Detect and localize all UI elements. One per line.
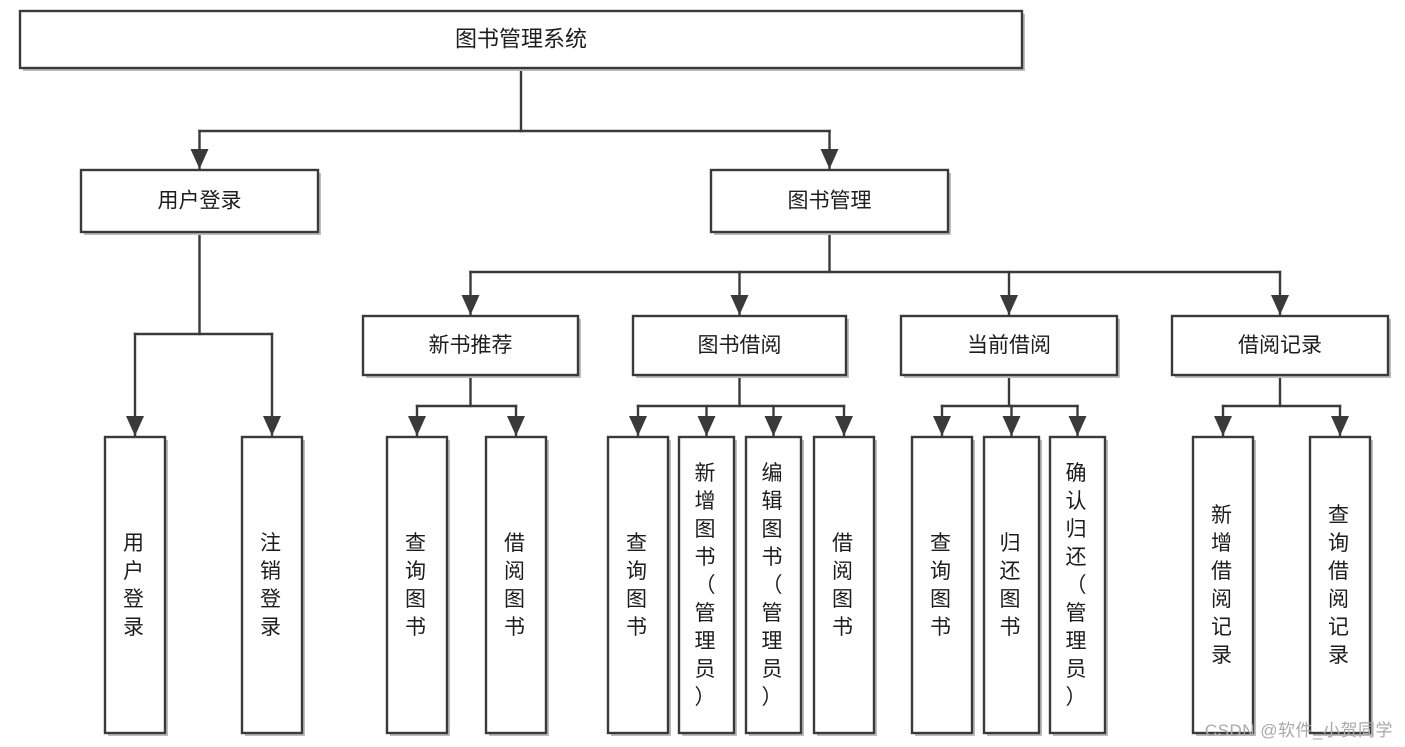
node-label: 用户登录 xyxy=(123,532,147,639)
node-box[interactable] xyxy=(361,314,580,377)
node-l-user-login[interactable]: 用户登录 xyxy=(103,435,168,736)
arrow-head-icon xyxy=(461,295,480,315)
arrow-head-icon xyxy=(697,416,716,436)
node-l-rec-add-record[interactable]: 新增借阅记录 xyxy=(1191,435,1256,736)
node-box[interactable] xyxy=(910,435,974,735)
node-l-user-logout[interactable]: 注销登录 xyxy=(240,435,305,736)
arrow-head-icon xyxy=(1271,295,1289,315)
node-n-user-login[interactable]: 用户登录 xyxy=(79,168,321,235)
node-label: 用户登录 xyxy=(158,190,242,213)
node-box[interactable] xyxy=(709,168,950,234)
node-label: 新增图书（管理员） xyxy=(695,462,719,709)
node-label: 查询图书 xyxy=(930,532,954,639)
node-l-bor-query-book[interactable]: 查询图书 xyxy=(606,435,671,736)
arrow-head-icon xyxy=(408,416,426,436)
node-root[interactable]: 图书管理系统 xyxy=(18,9,1025,71)
node-label: 图书借阅 xyxy=(698,334,782,357)
node-label: 借阅图书 xyxy=(504,532,528,639)
node-label: 确认归还（管理员） xyxy=(1066,462,1090,709)
arrow-head-icon xyxy=(126,416,144,436)
node-label: 归还图书 xyxy=(1000,532,1024,639)
node-l-bor-borrow-book[interactable]: 借阅图书 xyxy=(812,435,877,736)
node-box[interactable] xyxy=(1191,435,1255,735)
node-box[interactable] xyxy=(606,435,670,735)
arrow-head-icon xyxy=(835,416,853,436)
node-label: 查询借阅记录 xyxy=(1328,504,1352,667)
arrow-head-icon xyxy=(820,149,839,169)
arrow-head-icon xyxy=(730,295,749,315)
node-label: 注销登录 xyxy=(260,532,284,639)
node-label: 新书推荐 xyxy=(429,334,513,357)
node-label: 图书管理系统 xyxy=(455,26,587,51)
node-label: 图书管理 xyxy=(788,190,872,213)
node-l-cur-query-book[interactable]: 查询图书 xyxy=(910,435,975,736)
arrow-head-icon xyxy=(629,416,647,436)
node-label: 查询图书 xyxy=(626,532,650,639)
node-n-book-borrow[interactable]: 图书借阅 xyxy=(631,314,849,378)
node-label: 查询图书 xyxy=(405,532,429,639)
arrow-head-icon xyxy=(1068,416,1087,436)
node-box[interactable] xyxy=(240,435,304,735)
arrow-head-icon xyxy=(1331,416,1349,436)
node-box[interactable] xyxy=(18,9,1024,70)
node-label: 当前借阅 xyxy=(967,334,1051,357)
node-box[interactable] xyxy=(385,435,449,735)
node-box[interactable] xyxy=(484,435,548,735)
node-n-new-book-rec[interactable]: 新书推荐 xyxy=(361,314,581,378)
arrow-head-icon xyxy=(1000,295,1018,315)
arrow-head-icon xyxy=(190,149,209,169)
node-box[interactable] xyxy=(812,435,876,735)
node-box[interactable] xyxy=(103,435,167,735)
arrow-head-icon xyxy=(507,416,525,436)
node-label: 编辑图书（管理员） xyxy=(762,462,786,709)
arrow-head-icon xyxy=(1214,416,1232,436)
arrow-head-icon xyxy=(933,416,951,436)
node-n-current-borrow[interactable]: 当前借阅 xyxy=(899,314,1120,378)
node-box[interactable] xyxy=(631,314,848,377)
node-l-cur-return-book[interactable]: 归还图书 xyxy=(982,435,1042,736)
node-box[interactable] xyxy=(1308,435,1372,735)
node-l-bor-add-book[interactable]: 新增图书（管理员） xyxy=(677,435,737,736)
node-box[interactable] xyxy=(982,435,1041,735)
node-box[interactable] xyxy=(1048,435,1107,735)
node-l-bor-edit-book[interactable]: 编辑图书（管理员） xyxy=(744,435,804,736)
node-l-rec-borrow-book[interactable]: 借阅图书 xyxy=(484,435,549,736)
node-box[interactable] xyxy=(1170,314,1390,377)
node-box[interactable] xyxy=(677,435,736,735)
node-n-book-mgmt[interactable]: 图书管理 xyxy=(709,168,951,235)
node-layer: 图书管理系统用户登录图书管理新书推荐图书借阅当前借阅借阅记录用户登录注销登录查询… xyxy=(18,9,1391,736)
node-n-borrow-record[interactable]: 借阅记录 xyxy=(1170,314,1391,378)
node-l-rec-query-record[interactable]: 查询借阅记录 xyxy=(1308,435,1373,736)
arrow-head-icon xyxy=(263,416,281,436)
node-box[interactable] xyxy=(744,435,803,735)
arrow-head-icon xyxy=(764,416,783,436)
node-label: 借阅图书 xyxy=(832,532,856,639)
node-l-rec-query-book[interactable]: 查询图书 xyxy=(385,435,450,736)
node-box[interactable] xyxy=(899,314,1119,377)
node-label: 新增借阅记录 xyxy=(1211,504,1235,667)
arrow-head-icon xyxy=(1002,416,1021,436)
node-box[interactable] xyxy=(79,168,320,234)
node-l-cur-confirm[interactable]: 确认归还（管理员） xyxy=(1048,435,1108,736)
node-label: 借阅记录 xyxy=(1238,334,1322,357)
connector-layer xyxy=(126,66,1349,438)
